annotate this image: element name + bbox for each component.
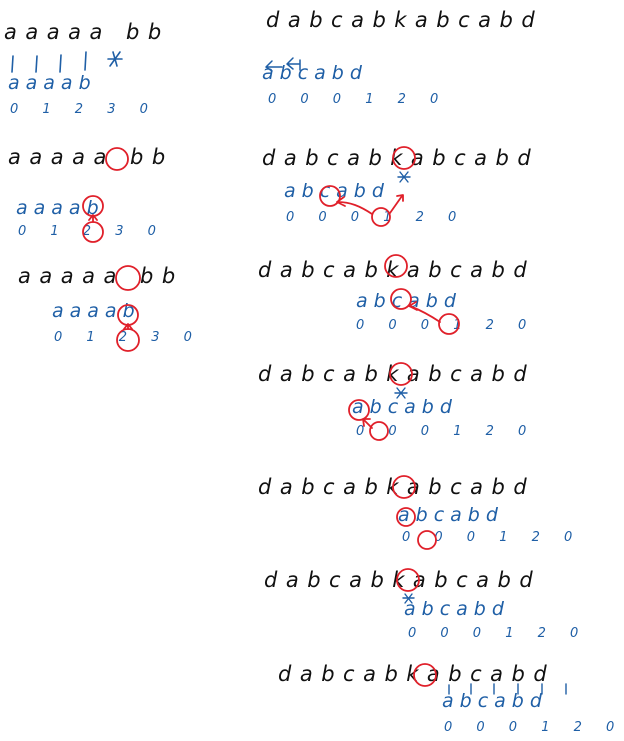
step6-pattern: abcabd: [442, 690, 548, 712]
step2-pattern: abcabd: [356, 290, 462, 312]
step3-marks: [348, 362, 413, 441]
left-ex3-next: 0 1 2 3 0: [54, 330, 202, 345]
left-ex1-next: 0 1 2 3 0: [10, 102, 158, 117]
step1-marks: [319, 146, 416, 227]
step6-text: dabcabkabcabd: [278, 662, 556, 686]
step6-next: 0 0 0 1 2 0: [444, 720, 624, 735]
star-icon: [394, 387, 408, 399]
left-ex2-match-marks: [82, 147, 129, 243]
handwritten-kmp-notes: aaaaa bb aaaab 0 1 2 3 0 aaaaa bb aaaab …: [4, 8, 615, 735]
step4-pattern: abcabd: [398, 504, 504, 526]
arrow-up-icon: [123, 323, 133, 330]
step4-next: 0 0 0 1 2 0: [402, 530, 583, 545]
step6-alignment-ticks: [448, 683, 567, 695]
step5-pattern: abcabd: [404, 598, 510, 620]
step3-next: 0 0 0 1 2 0: [356, 424, 537, 439]
step2-next: 0 0 0 1 2 0: [356, 318, 537, 333]
step6-marks: [413, 663, 437, 687]
arrow-up-icon: [88, 214, 98, 223]
step2-text: dabcabkabcabd: [258, 258, 536, 282]
step4-marks: [392, 475, 437, 550]
step3-pattern: abcabd: [352, 396, 458, 418]
right-text: dabcabkabcabd: [266, 8, 544, 32]
left-ex1-pattern: aaaab: [8, 72, 97, 94]
right-top-back-arrows: [265, 57, 301, 72]
right-pattern: abcabd: [262, 62, 368, 84]
left-ex2-pattern: aaaab: [16, 197, 105, 219]
left-ex1-alignment-ticks: [11, 51, 123, 73]
left-ex1-text: aaaaa bb: [4, 20, 170, 44]
left-ex3-pattern: aaaab: [52, 300, 141, 322]
left-ex3-match-marks: [115, 265, 141, 352]
left-ex2-text: aaaaa bb: [8, 145, 174, 169]
step1-pattern: abcabd: [284, 180, 390, 202]
step5-marks: [396, 568, 420, 592]
step2-marks: [384, 254, 460, 335]
right-next: 0 0 0 1 2 0: [268, 92, 449, 107]
step5-text: dabcabkabcabd: [264, 568, 542, 592]
star-icon: [397, 171, 411, 183]
step5-next: 0 0 0 1 2 0: [408, 626, 589, 641]
left-ex3-text: aaaaa bb: [18, 264, 184, 288]
annotation-layer: [11, 51, 567, 695]
left-ex2-next: 0 1 2 3 0: [18, 224, 166, 239]
star-icon: [402, 593, 415, 604]
star-icon: [107, 51, 123, 67]
